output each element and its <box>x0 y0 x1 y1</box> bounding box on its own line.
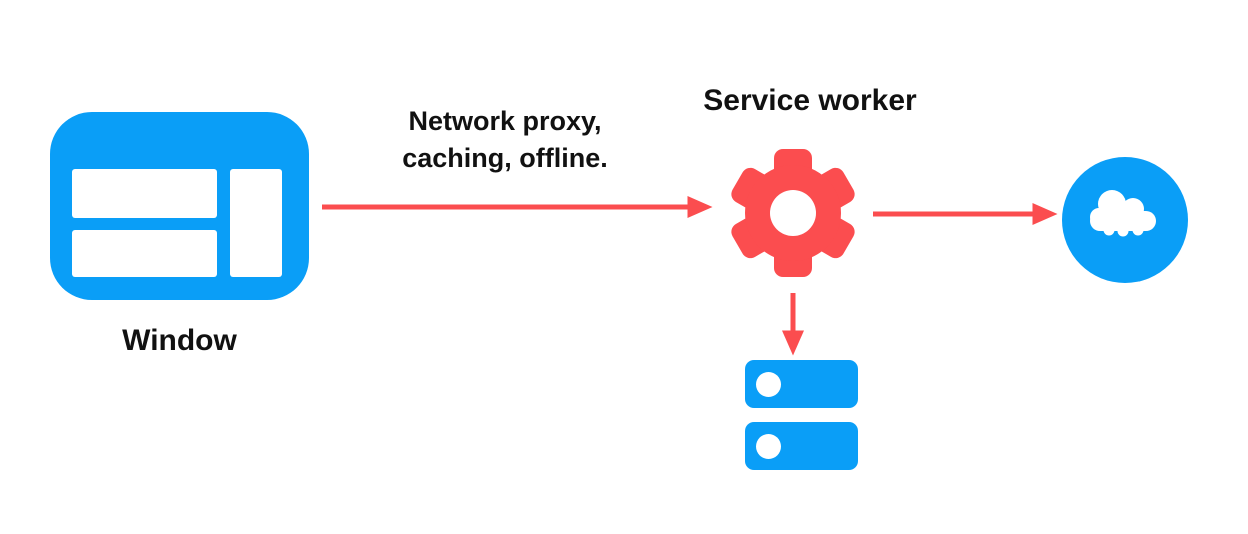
network-proxy-edge-label: Network proxy, caching, offline. <box>330 103 680 177</box>
storage-disk-bottom <box>745 422 858 470</box>
window-label: Window <box>122 324 237 357</box>
database-stack-icon <box>745 360 858 470</box>
storage-disk-top <box>745 360 858 408</box>
window-pane-side <box>230 169 282 277</box>
window-pane-top <box>72 169 217 218</box>
disk-indicator-dot <box>756 372 781 397</box>
edge-label-line-1: Network proxy, <box>408 106 602 136</box>
edge-label-line-2: caching, offline. <box>402 143 608 173</box>
cloud-icon <box>1062 157 1188 283</box>
disk-indicator-dot <box>756 434 781 459</box>
gear-icon <box>731 149 855 277</box>
service-worker-label: Service worker <box>703 84 917 117</box>
browser-window-icon <box>50 112 309 300</box>
window-pane-bottom <box>72 230 217 277</box>
